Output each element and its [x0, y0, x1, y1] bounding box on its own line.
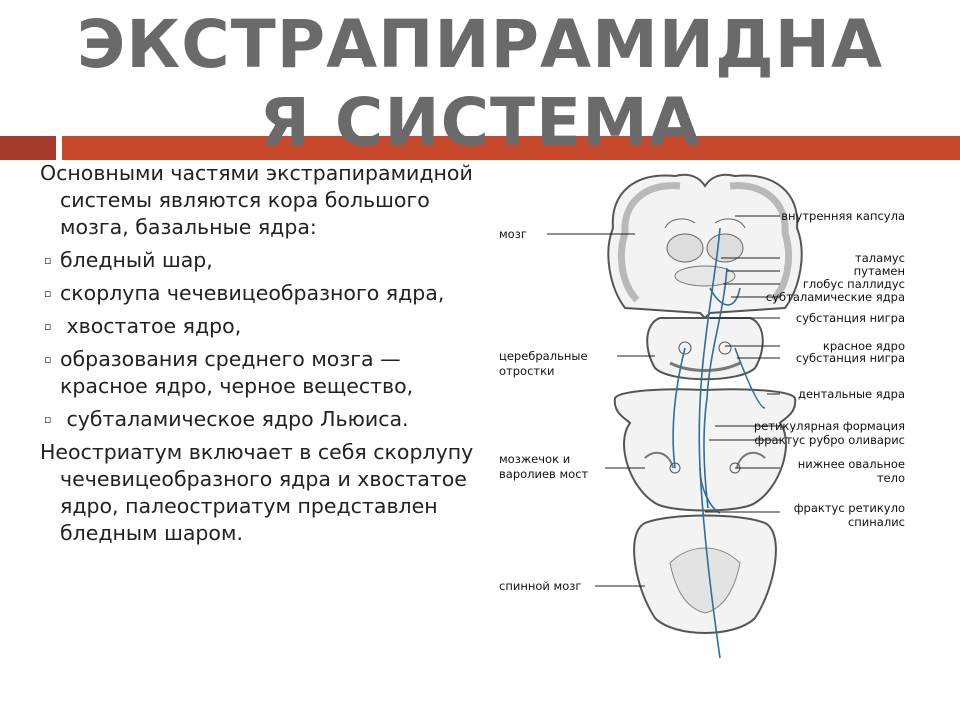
label-internal-capsule: внутренняя капсула: [781, 209, 905, 223]
pons-section: [613, 388, 797, 512]
label-subthalamic: субталамические ядра: [766, 290, 905, 304]
slide-title-line-1: ЭКСТРАПИРАМИДНА: [76, 6, 884, 83]
slide-title-line-2: Я СИСТЕМА: [259, 84, 701, 161]
intro-paragraph: Основными частями экстрапирамидной систе…: [40, 161, 473, 239]
label-rubro: фрактус рубро оливарис: [754, 433, 905, 447]
bullet-text: скорлупа чечевицеобразного ядра,: [60, 281, 445, 305]
label-globus: глобус паллидус: [803, 277, 905, 291]
square-bullet-icon: ▫: [44, 287, 52, 300]
label-olive-2: тело: [877, 471, 905, 485]
bullet-text: образования среднего мозга — красное ядр…: [60, 347, 414, 398]
label-thalamus: таламус: [855, 251, 905, 265]
label-substantia-1: субстанция нигра: [796, 311, 905, 325]
label-substantia-2: субстанция нигра: [796, 351, 905, 365]
label-cerebral-2: отростки: [499, 364, 555, 378]
title-accent-bar-right: [62, 136, 960, 160]
label-reticular: ретикулярная формация: [754, 419, 905, 433]
bullet-text: бледный шар,: [60, 248, 213, 272]
square-bullet-icon: ▫: [44, 254, 52, 267]
label-dentate: дентальные ядра: [798, 387, 905, 401]
square-bullet-icon: ▫: [44, 320, 52, 333]
title-accent-bar-gap: [56, 136, 62, 160]
slide-title: ЭКСТРАПИРАМИДНА Я СИСТЕМА: [0, 6, 960, 162]
leader-lines: [547, 215, 780, 587]
spinal-cord-section: [633, 514, 777, 634]
label-retic-spinal-2: спиналис: [848, 515, 905, 529]
outro-paragraph: Неостриатум включает в себя скорлупу чеч…: [40, 440, 474, 545]
bullet-item: ▫ субталамическое ядро Льюиса.: [40, 406, 480, 433]
label-red-nucleus: красное ядро: [823, 339, 905, 353]
extrapyramidal-diagram: мозг церебральные отростки мозжечок и ва…: [499, 173, 905, 659]
bullet-text: субталамическое ядро Льюиса.: [60, 407, 409, 431]
label-brain: мозг: [499, 227, 527, 241]
title-accent-bar-left: [0, 136, 56, 160]
label-cerebellum-1: мозжечок и: [499, 452, 570, 466]
pathway-lines: [672, 227, 766, 659]
label-cerebellum-2: варолиев мост: [499, 467, 589, 481]
square-bullet-icon: ▫: [44, 413, 52, 426]
label-spinal: спинной мозг: [499, 579, 581, 593]
square-bullet-icon: ▫: [44, 353, 52, 366]
bullet-item: ▫ хвостатое ядро,: [40, 313, 480, 340]
bullet-item: ▫ скорлупа чечевицеобразного ядра,: [40, 280, 480, 307]
label-retic-spinal-1: фрактус ретикуло: [794, 501, 905, 515]
bullet-text: хвостатое ядро,: [60, 314, 242, 338]
label-cerebral-1: церебральные: [499, 349, 588, 363]
label-olive-1: нижнее овальное: [798, 457, 905, 471]
bullet-item: ▫ образования среднего мозга — красное яд…: [40, 346, 480, 400]
label-putamen: путамен: [854, 264, 905, 278]
slide-body: Основными частями экстрапирамидной систе…: [40, 160, 480, 553]
brain-section: [607, 173, 803, 320]
bullet-item: ▫ бледный шар,: [40, 247, 480, 274]
